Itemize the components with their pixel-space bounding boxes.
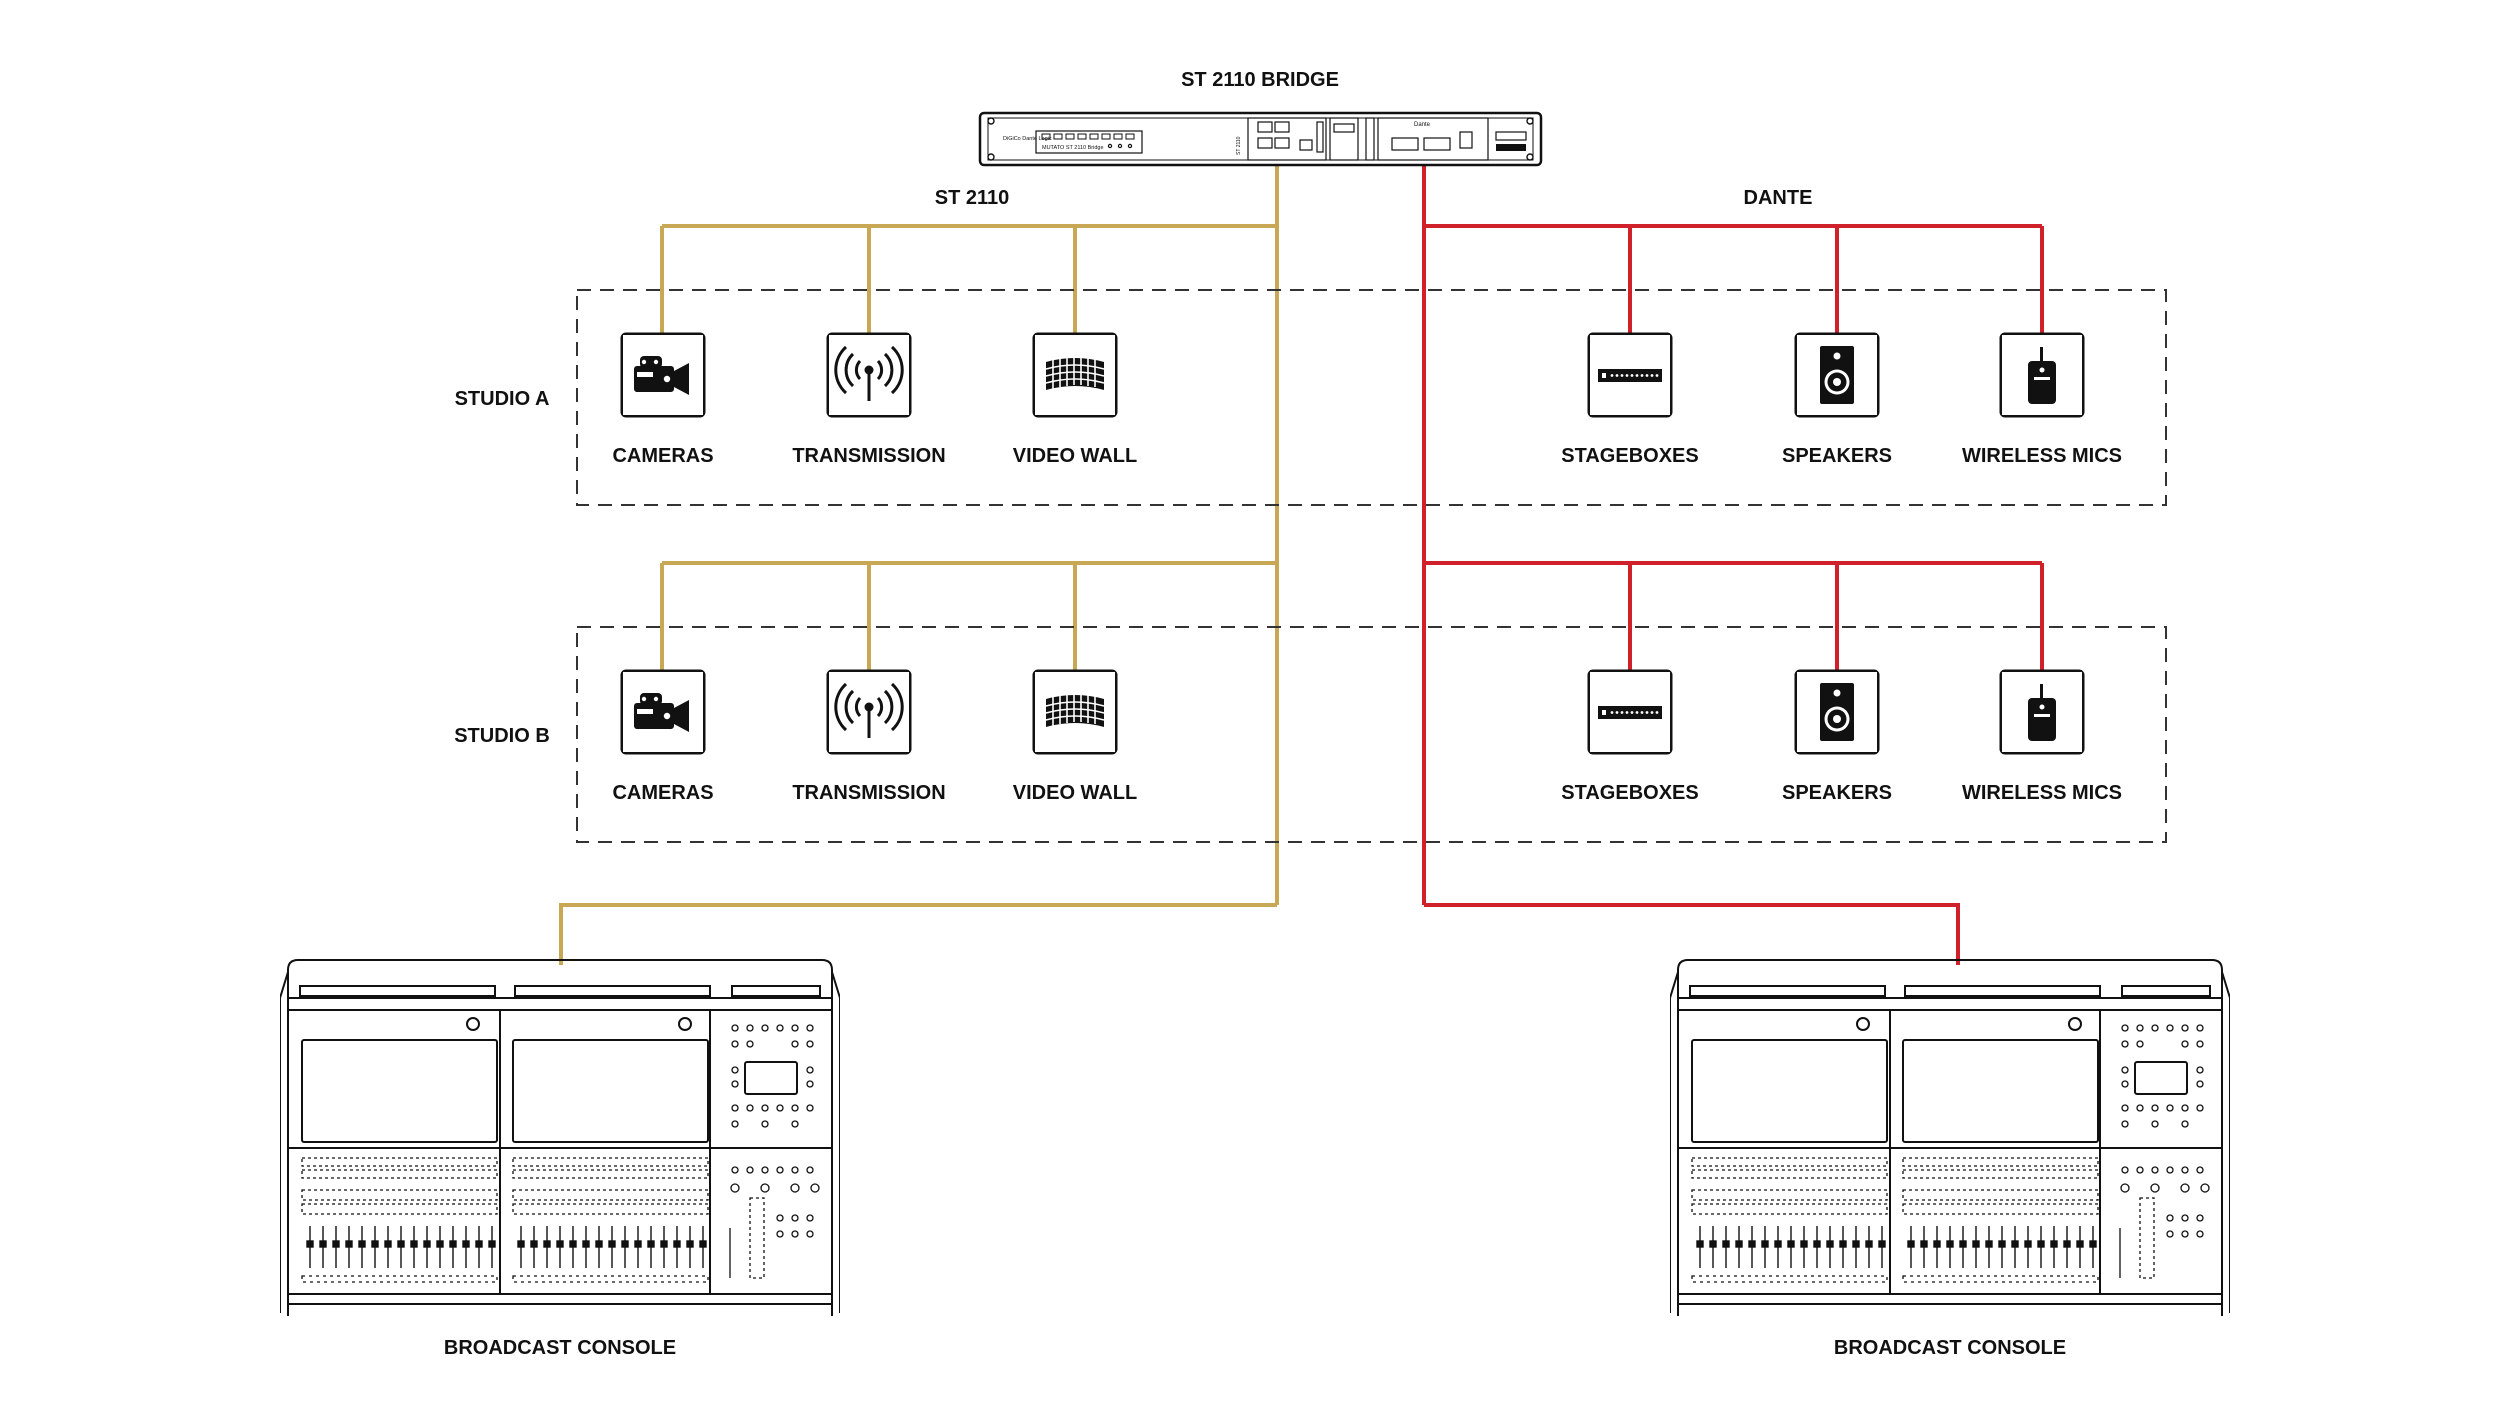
studio-a-zone (576, 289, 2167, 506)
device-label: STAGEBOXES (1561, 782, 1698, 804)
mixing-console-icon (1670, 960, 2230, 1316)
bridge-st2110-tag: ST 2110 (1236, 136, 1242, 155)
studio-a-wireless-mics: WIRELESS MICS (1962, 332, 2122, 467)
bridge-model-text: MUTATO ST 2110 Bridge (1042, 145, 1104, 151)
studio-b-cameras: CAMERAS (612, 669, 714, 804)
studio-a-speakers: SPEAKERS (1782, 332, 1892, 467)
mixing-console-icon (280, 960, 840, 1316)
stagebox-icon (1590, 335, 1670, 415)
video-wall-icon (1035, 335, 1115, 415)
studio-a-video-wall: VIDEO WALL (1013, 332, 1137, 467)
studio-b-transmission: TRANSMISSION (792, 669, 946, 804)
st2110-console-link (559, 903, 1277, 965)
studio-a-stageboxes: STAGEBOXES (1561, 332, 1699, 467)
device-label: TRANSMISSION (792, 782, 945, 804)
device-label: TRANSMISSION (792, 445, 945, 467)
studio-b-wireless-mics: WIRELESS MICS (1962, 669, 2122, 804)
bridge-dante-tag: Dante (1414, 122, 1431, 128)
wireless-transmitter-icon (2002, 672, 2082, 752)
st2110-bridge-device: DiGiCo Dante Logic MUTATO ST 2110 Bridge… (978, 111, 1543, 167)
speaker-icon (1797, 672, 1877, 752)
antenna-icon (829, 335, 909, 415)
broadcast-console-dante: BROADCAST CONSOLE (1670, 960, 2230, 1359)
studio-b-stageboxes: STAGEBOXES (1561, 669, 1699, 804)
video-camera-icon (623, 335, 703, 415)
video-camera-icon (623, 672, 703, 752)
diagram-title: ST 2110 BRIDGE (1181, 69, 1339, 91)
device-label: STAGEBOXES (1561, 445, 1698, 467)
device-label: SPEAKERS (1782, 445, 1892, 467)
speaker-icon (1797, 335, 1877, 415)
stagebox-icon (1590, 672, 1670, 752)
studio-b-speakers: SPEAKERS (1782, 669, 1892, 804)
device-label: CAMERAS (612, 782, 713, 804)
antenna-icon (829, 672, 909, 752)
dante-network-label: DANTE (1744, 187, 1813, 209)
wireless-transmitter-icon (2002, 335, 2082, 415)
device-label: WIRELESS MICS (1962, 445, 2122, 467)
bridge-brand-text: DiGiCo Dante Logic (1003, 136, 1052, 142)
studio-a-transmission: TRANSMISSION (792, 332, 946, 467)
video-wall-icon (1035, 672, 1115, 752)
studio-b-video-wall: VIDEO WALL (1013, 669, 1137, 804)
st2110-network-label: ST 2110 (935, 187, 1010, 209)
console-label: BROADCAST CONSOLE (444, 1337, 676, 1359)
device-label: VIDEO WALL (1013, 445, 1137, 467)
device-label: SPEAKERS (1782, 782, 1892, 804)
broadcast-console-st2110: BROADCAST CONSOLE (280, 960, 840, 1359)
st2110-links (559, 165, 1279, 965)
console-label: BROADCAST CONSOLE (1834, 1337, 2066, 1359)
device-label: VIDEO WALL (1013, 782, 1137, 804)
studio-b-zone (576, 626, 2167, 843)
studio-b-label: STUDIO B (454, 725, 550, 747)
studio-a-label: STUDIO A (455, 388, 550, 410)
dante-links (1422, 165, 2044, 965)
device-label: WIRELESS MICS (1962, 782, 2122, 804)
studio-a-cameras: CAMERAS (612, 332, 714, 467)
dante-console-link (1424, 903, 1960, 965)
device-label: CAMERAS (612, 445, 713, 467)
